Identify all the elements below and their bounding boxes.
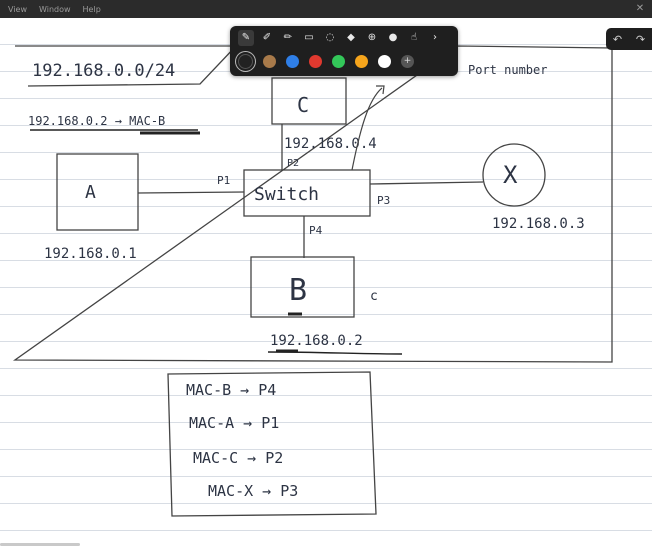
node-a-label: A [85,182,96,203]
menu-bar: View Window Help [0,0,652,18]
color-swatch-brown[interactable] [263,55,276,68]
lasso-icon[interactable]: ◌ [325,32,335,43]
close-window-icon[interactable]: ✕ [635,3,645,14]
port-p1: P1 [217,174,230,187]
ip-a-label: 192.168.0.1 [44,246,137,262]
color-swatch-orange[interactable] [355,55,368,68]
node-b-label: B [289,273,307,308]
switch-label: Switch [254,184,319,205]
notebook-page[interactable] [0,18,652,547]
port-p4: P4 [309,224,323,237]
more-icon[interactable]: › [433,32,437,43]
node-c-label: C [297,93,309,117]
pencil-icon[interactable]: ✏ [283,32,293,43]
color-swatch-add[interactable]: + [401,55,414,68]
mac-table-row-2: MAC-A → P1 [189,414,279,432]
menu-window[interactable]: Window [38,4,71,14]
add-icon[interactable]: ⊕ [367,32,377,43]
menu-help[interactable]: Help [82,4,101,14]
port-p3: P3 [377,194,390,207]
network-frame [12,45,613,363]
mac-table-row-1: MAC-B → P4 [186,381,276,399]
node-b-box [250,256,355,318]
switch-box [243,169,371,217]
node-x-circle [482,143,546,207]
color-swatch-green[interactable] [332,55,345,68]
menu-view[interactable]: View [8,4,27,14]
link-a-switch [137,191,245,194]
subnet-underline [27,45,237,87]
port-arrow [351,85,385,171]
mac-table-row-4: MAC-X → P3 [208,482,298,500]
color-swatch-white[interactable] [378,55,391,68]
color-swatch-red[interactable] [309,55,322,68]
undo-icon[interactable]: ↶ [612,32,623,46]
mac-table-row-3: MAC-C → P2 [193,449,283,467]
redo-icon[interactable]: ↷ [635,32,646,46]
color-swatch-blue[interactable] [286,55,299,68]
port-number-note: Port number [468,63,547,77]
port-p2: P2 [287,158,299,169]
pointer-icon[interactable]: ☝ [410,32,418,43]
mac-table-box [167,371,377,517]
arp-mapping-label: 192.168.0.2 → MAC-B [28,114,165,128]
marker-icon[interactable]: ✐ [262,32,272,43]
color-swatch-black[interactable] [238,54,253,69]
horizontal-scrollbar[interactable] [0,543,80,546]
mic-icon[interactable]: ● [388,32,398,43]
node-a-box [56,153,139,231]
drawing-toolbar: ✎ ✐ ✏ ▭ ◌ ◆ ⊕ ● ☝ › + [230,26,458,76]
eraser-icon[interactable]: ▭ [304,32,314,43]
ip-c-label: 192.168.0.4 [284,136,377,152]
undo-redo-bar: ↶ ↷ [606,28,652,50]
ip-x-label: 192.168.0.3 [492,216,585,232]
link-switch-x [369,181,484,185]
node-c-box [271,77,347,125]
stray-mark: c [370,289,378,304]
shape-icon[interactable]: ◆ [347,32,355,43]
ip-b-label: 192.168.0.2 [270,333,363,349]
node-x-label: X [503,161,518,189]
pen-icon[interactable]: ✎ [238,30,254,46]
subnet-label: 192.168.0.0/24 [32,61,175,81]
